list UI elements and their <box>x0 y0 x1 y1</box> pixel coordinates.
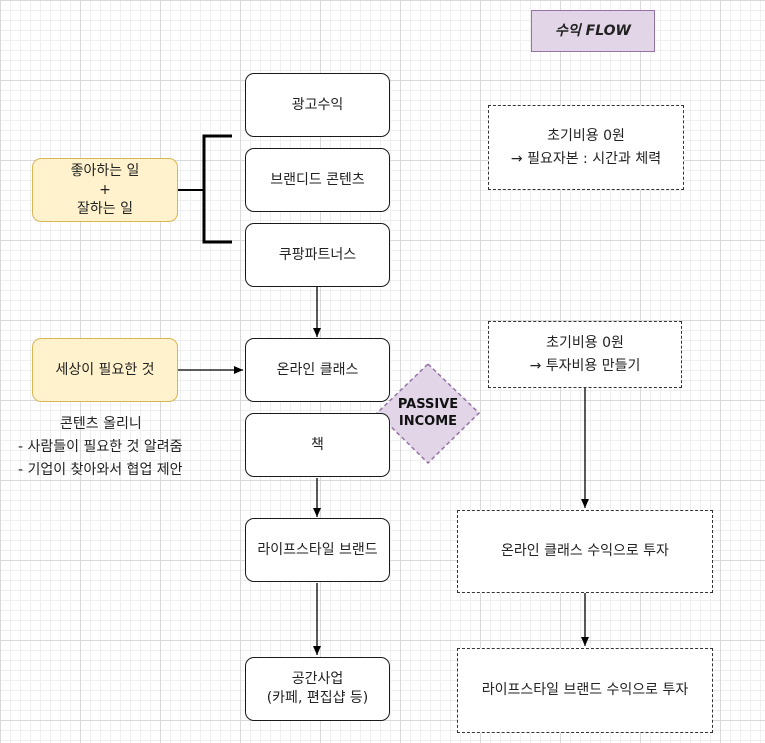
passive-income-line-2: INCOME <box>398 414 458 429</box>
passive-income-line-1: PASSIVE <box>397 397 459 412</box>
world-need-box: 세상이 필요한 것 <box>32 338 178 402</box>
initial-cost-1-line-2: → 필요자본 : 시간과 체력 <box>510 150 662 167</box>
like-and-good-at-box: 좋아하는 일 + 잘하는 일 <box>32 158 178 222</box>
initial-cost-box-2: 초기비용 0원 → 투자비용 만들기 <box>488 321 682 388</box>
ad-revenue-label: 광고수익 <box>291 96 344 113</box>
content-note-line-1: 콘텐츠 올리니 <box>60 416 142 432</box>
bracket-connector <box>202 134 232 244</box>
invest-lifestyle-brand-label: 라이프스타일 브랜드 수익으로 투자 <box>481 682 689 698</box>
like-plus: + <box>99 181 111 198</box>
space-business-line-2: (카페, 편집샵 등) <box>266 690 369 706</box>
initial-cost-1-line-1: 초기비용 0원 <box>547 127 625 144</box>
coupang-partners-box: 쿠팡파트너스 <box>245 223 390 287</box>
book-box: 책 <box>245 413 390 477</box>
lifestyle-brand-box: 라이프스타일 브랜드 <box>245 518 390 582</box>
coupang-partners-label: 쿠팡파트너스 <box>278 246 357 263</box>
lifestyle-brand-label: 라이프스타일 브랜드 <box>257 541 378 558</box>
branded-content-box: 브랜디드 콘텐츠 <box>245 148 390 212</box>
book-label: 책 <box>311 436 324 453</box>
content-note: 콘텐츠 올리니 - 사람들이 필요한 것 알려줌 - 기업이 찾아와서 협업 제… <box>18 413 238 482</box>
initial-cost-2-line-1: 초기비용 0원 <box>546 334 624 351</box>
invest-online-class-label: 온라인 클래스 수익으로 투자 <box>501 543 669 559</box>
online-class-label: 온라인 클래스 <box>276 361 359 378</box>
passive-income-diamond <box>375 362 481 465</box>
space-business-line-1: 공간사업 <box>291 671 344 687</box>
initial-cost-box-1: 초기비용 0원 → 필요자본 : 시간과 체력 <box>488 105 684 190</box>
ad-revenue-box: 광고수익 <box>245 73 390 137</box>
content-note-line-2: - 사람들이 필요한 것 알려줌 <box>18 439 183 455</box>
online-class-box: 온라인 클래스 <box>245 338 390 402</box>
content-note-line-3: - 기업이 찾아와서 협업 제안 <box>18 462 183 478</box>
like-line-1: 좋아하는 일 <box>70 162 140 179</box>
invest-online-class-box: 온라인 클래스 수익으로 투자 <box>457 510 713 593</box>
flow-title-text: 수익 FLOW <box>555 22 631 39</box>
space-business-box: 공간사업 (카페, 편집샵 등) <box>245 657 390 721</box>
passive-income-label: PASSIVE INCOME <box>378 393 478 433</box>
world-need-label: 세상이 필요한 것 <box>55 361 155 378</box>
flow-title: 수익 FLOW <box>531 10 655 52</box>
like-line-2: 잘하는 일 <box>77 200 133 217</box>
initial-cost-2-line-2: → 투자비용 만들기 <box>529 357 641 374</box>
branded-content-label: 브랜디드 콘텐츠 <box>270 171 365 188</box>
invest-lifestyle-brand-box: 라이프스타일 브랜드 수익으로 투자 <box>457 648 713 733</box>
